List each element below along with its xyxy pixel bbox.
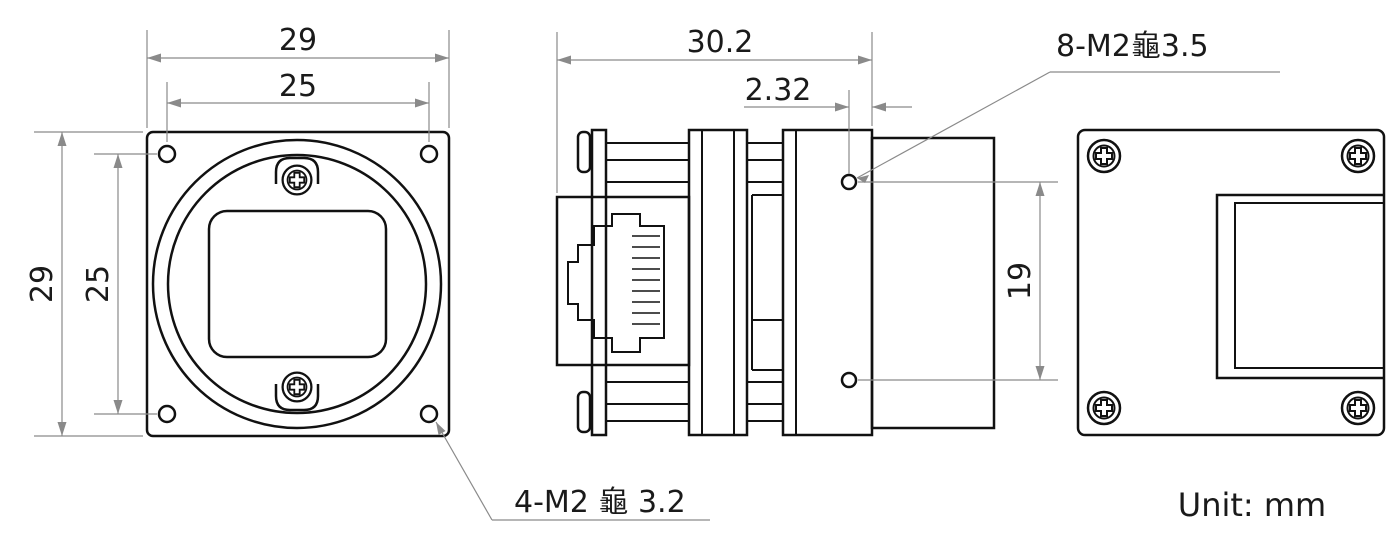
dim-front-width-holes: 25 bbox=[279, 69, 317, 104]
front-holes-callout: 4-M2 ⻱ 3.2 bbox=[514, 485, 686, 520]
mount-hole-top-right bbox=[419, 144, 439, 164]
dim-front-height-holes: 25 bbox=[81, 265, 116, 303]
right-body-outline bbox=[1076, 128, 1386, 437]
connector-housing bbox=[555, 195, 691, 367]
middle-block bbox=[687, 128, 749, 437]
front-body-outline bbox=[145, 130, 451, 438]
front-view bbox=[145, 130, 451, 438]
lens-mount-inner-ring bbox=[166, 153, 428, 415]
phillips-screw-icon bbox=[1086, 138, 1122, 174]
dim-side-hole-spacing: 19 bbox=[1003, 262, 1038, 300]
side-mount-hole-top bbox=[840, 173, 858, 191]
unit-label: Unit: mm bbox=[1178, 486, 1326, 524]
lens-mount-outer-ring bbox=[151, 138, 443, 430]
mount-hole-top-left bbox=[157, 144, 177, 164]
side-holes-callout: 8-M2⻱3.5 bbox=[1056, 29, 1209, 64]
right-side-recess bbox=[1215, 193, 1384, 380]
dim-front-height-outer: 29 bbox=[25, 265, 60, 303]
rear-plate bbox=[590, 128, 608, 437]
phillips-screw-icon bbox=[281, 371, 313, 403]
dim-front-width-outer: 29 bbox=[279, 23, 317, 58]
sensor-window bbox=[207, 209, 388, 359]
side-lens-mount bbox=[870, 136, 996, 430]
top-screw-tab bbox=[274, 156, 320, 184]
phillips-screw-icon bbox=[1086, 390, 1122, 426]
phillips-screw-icon bbox=[1340, 390, 1376, 426]
front-dimensions bbox=[34, 30, 710, 521]
side-mount-hole-bottom bbox=[840, 371, 858, 389]
dim-side-offset: 2.32 bbox=[745, 73, 812, 108]
rj45-connector-icon bbox=[567, 213, 665, 353]
right-view bbox=[1076, 128, 1386, 437]
dim-side-length: 30.2 bbox=[687, 25, 754, 60]
mount-hole-bottom-right bbox=[419, 404, 439, 424]
side-view bbox=[555, 128, 996, 437]
mount-hole-bottom-left bbox=[157, 404, 177, 424]
bottom-screw-tab bbox=[274, 384, 320, 412]
phillips-screw-icon bbox=[281, 164, 313, 196]
side-dimensions bbox=[556, 32, 1280, 381]
phillips-screw-icon bbox=[1340, 138, 1376, 174]
